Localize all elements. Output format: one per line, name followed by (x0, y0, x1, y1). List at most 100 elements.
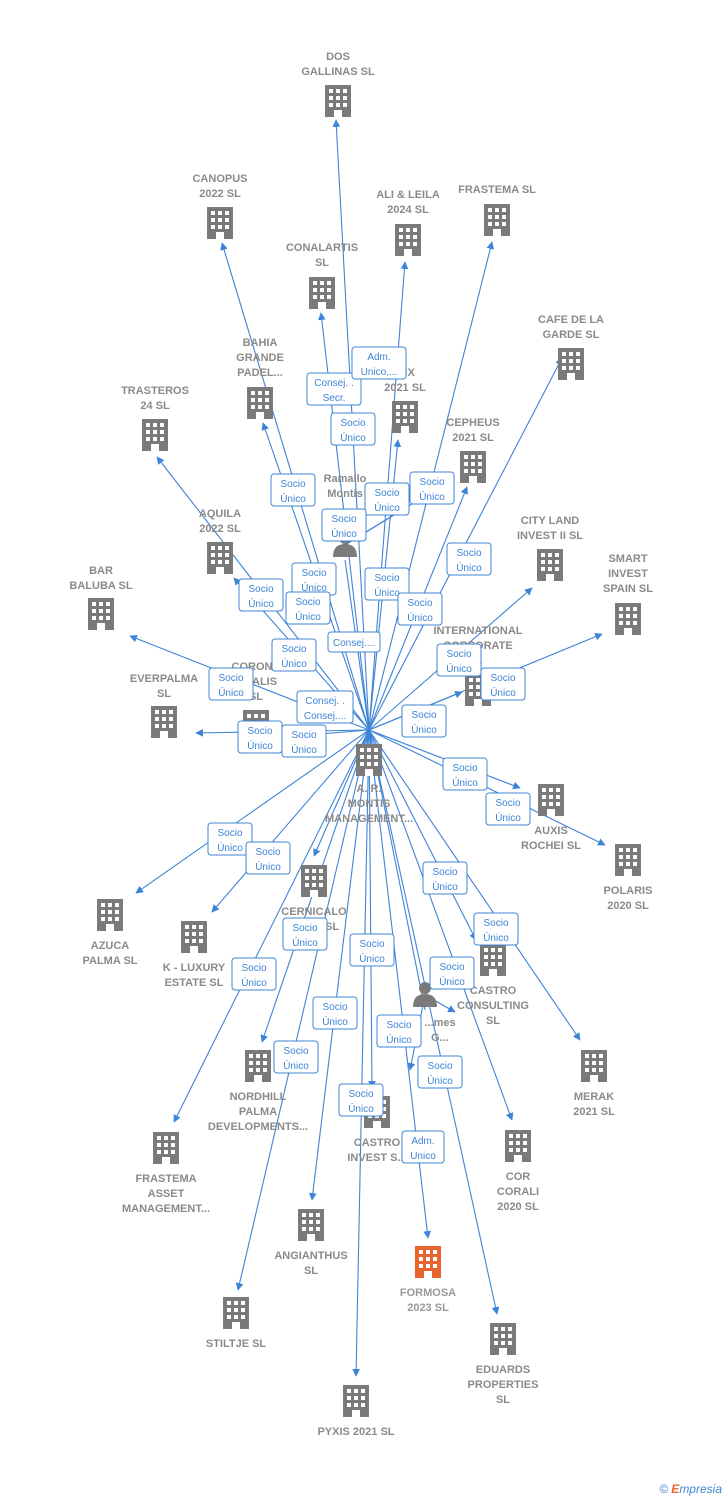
role-text: Único (283, 1059, 309, 1072)
building-icon[interactable] (581, 1050, 607, 1082)
building-icon[interactable] (395, 224, 421, 256)
building-icon[interactable] (484, 204, 510, 236)
role-text: Socio (340, 418, 365, 429)
role-text: Único (483, 931, 509, 944)
role-text: Socio (292, 923, 317, 934)
building-icon[interactable] (245, 1050, 271, 1082)
role-badge[interactable]: Adm.Unico,... (351, 346, 407, 380)
role-text: Socio (483, 918, 508, 929)
role-text: Socio (295, 597, 320, 608)
building-icon[interactable] (538, 784, 564, 816)
role-text: Único (292, 936, 318, 949)
building-icon[interactable] (151, 706, 177, 738)
edge-eduards (368, 729, 500, 1315)
building-icon[interactable] (88, 598, 114, 630)
building-icon[interactable] (392, 401, 418, 433)
role-badge[interactable]: Consej.... (327, 631, 381, 653)
building-icon[interactable] (490, 1323, 516, 1355)
role-text: Socio (439, 962, 464, 973)
building-icon[interactable] (325, 85, 351, 117)
building-icon[interactable] (558, 348, 584, 380)
building-icon[interactable] (460, 451, 486, 483)
role-text: Único (407, 611, 433, 624)
building-icon[interactable] (247, 387, 273, 419)
highlighted-building-icon[interactable] (415, 1246, 441, 1278)
role-text: Socio (452, 763, 477, 774)
building-icon[interactable] (207, 207, 233, 239)
role-text: Consej.... (333, 638, 375, 649)
role-text: Único (241, 976, 267, 989)
role-badge[interactable]: Adm.Unico (401, 1130, 445, 1164)
building-icon[interactable] (309, 277, 335, 309)
edge-azuca (135, 729, 370, 894)
building-icon[interactable] (153, 1132, 179, 1164)
building-icon[interactable] (298, 1209, 324, 1241)
role-text: Único (280, 492, 306, 505)
edge-person-james (368, 729, 426, 1011)
building-icon[interactable] (480, 944, 506, 976)
role-text: Único (331, 527, 357, 540)
edge-frastema-asset (173, 729, 370, 1123)
role-text: Unico (410, 1151, 436, 1162)
role-text: Socio (490, 673, 515, 684)
role-text: Socio (281, 644, 306, 655)
building-icon[interactable] (615, 844, 641, 876)
building-icon[interactable] (537, 549, 563, 581)
building-icon[interactable] (356, 744, 382, 776)
building-icon[interactable] (223, 1297, 249, 1329)
building-icon[interactable] (97, 899, 123, 931)
role-badge[interactable]: Consej. .Consej.... (296, 690, 354, 724)
empresia-watermark[interactable]: ©Empresia (659, 1482, 722, 1496)
role-text: Único (386, 1033, 412, 1046)
role-badge[interactable]: Consej. .Secr. (306, 372, 362, 406)
building-icon[interactable] (615, 603, 641, 635)
role-text: Socio (432, 867, 457, 878)
building-icon[interactable] (301, 865, 327, 897)
role-text: Socio (427, 1061, 452, 1072)
role-text: Adm. (367, 352, 390, 363)
building-icon[interactable] (207, 542, 233, 574)
building-icon[interactable] (142, 419, 168, 451)
building-icon[interactable] (343, 1385, 369, 1417)
edge-castro-consulting (368, 729, 477, 941)
building-icon[interactable] (505, 1130, 531, 1162)
building-icon[interactable] (181, 921, 207, 953)
